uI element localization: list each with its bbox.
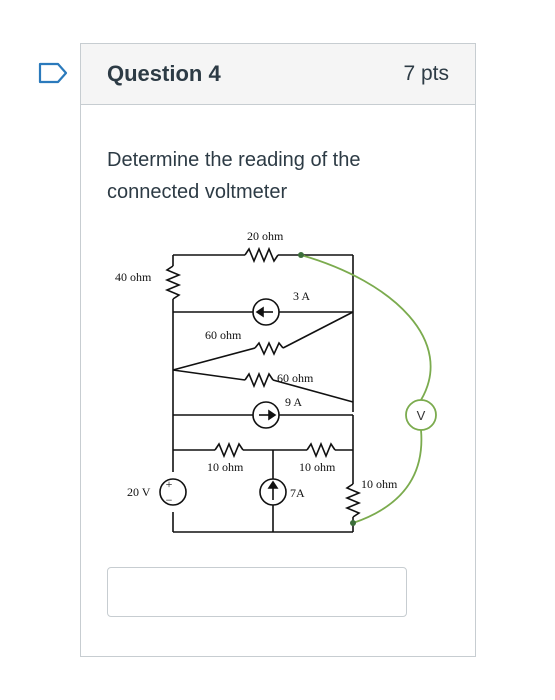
label-r-top: 20 ohm — [247, 229, 284, 243]
label-r-60a: 60 ohm — [205, 328, 242, 342]
question-card: Question 4 7 pts Determine the reading o… — [80, 43, 476, 657]
label-src-9a: 9 A — [285, 395, 302, 409]
voltmeter-label: V — [417, 408, 426, 423]
svg-text:−: − — [166, 493, 173, 507]
label-r-10a: 10 ohm — [207, 460, 244, 474]
question-header: Question 4 7 pts — [81, 44, 475, 105]
label-r-10c: 10 ohm — [361, 477, 398, 491]
label-r-60b: 60 ohm — [277, 371, 314, 385]
svg-text:+: + — [166, 477, 173, 491]
answer-input[interactable] — [107, 567, 407, 617]
label-src-7a: 7A — [290, 486, 305, 500]
label-r-10b: 10 ohm — [299, 460, 336, 474]
label-src-3a: 3 A — [293, 289, 310, 303]
circuit-diagram: + − V 20 ohm 40 ohm 3 A 60 ohm 60 ohm 9 … — [115, 229, 437, 533]
question-title: Question 4 — [107, 61, 221, 86]
question-points: 7 pts — [403, 62, 449, 85]
label-r-left: 40 ohm — [115, 270, 152, 284]
label-v-src: 20 V — [127, 485, 151, 499]
question-text: Determine the reading of the connected v… — [107, 149, 361, 203]
flag-icon[interactable] — [38, 62, 68, 84]
